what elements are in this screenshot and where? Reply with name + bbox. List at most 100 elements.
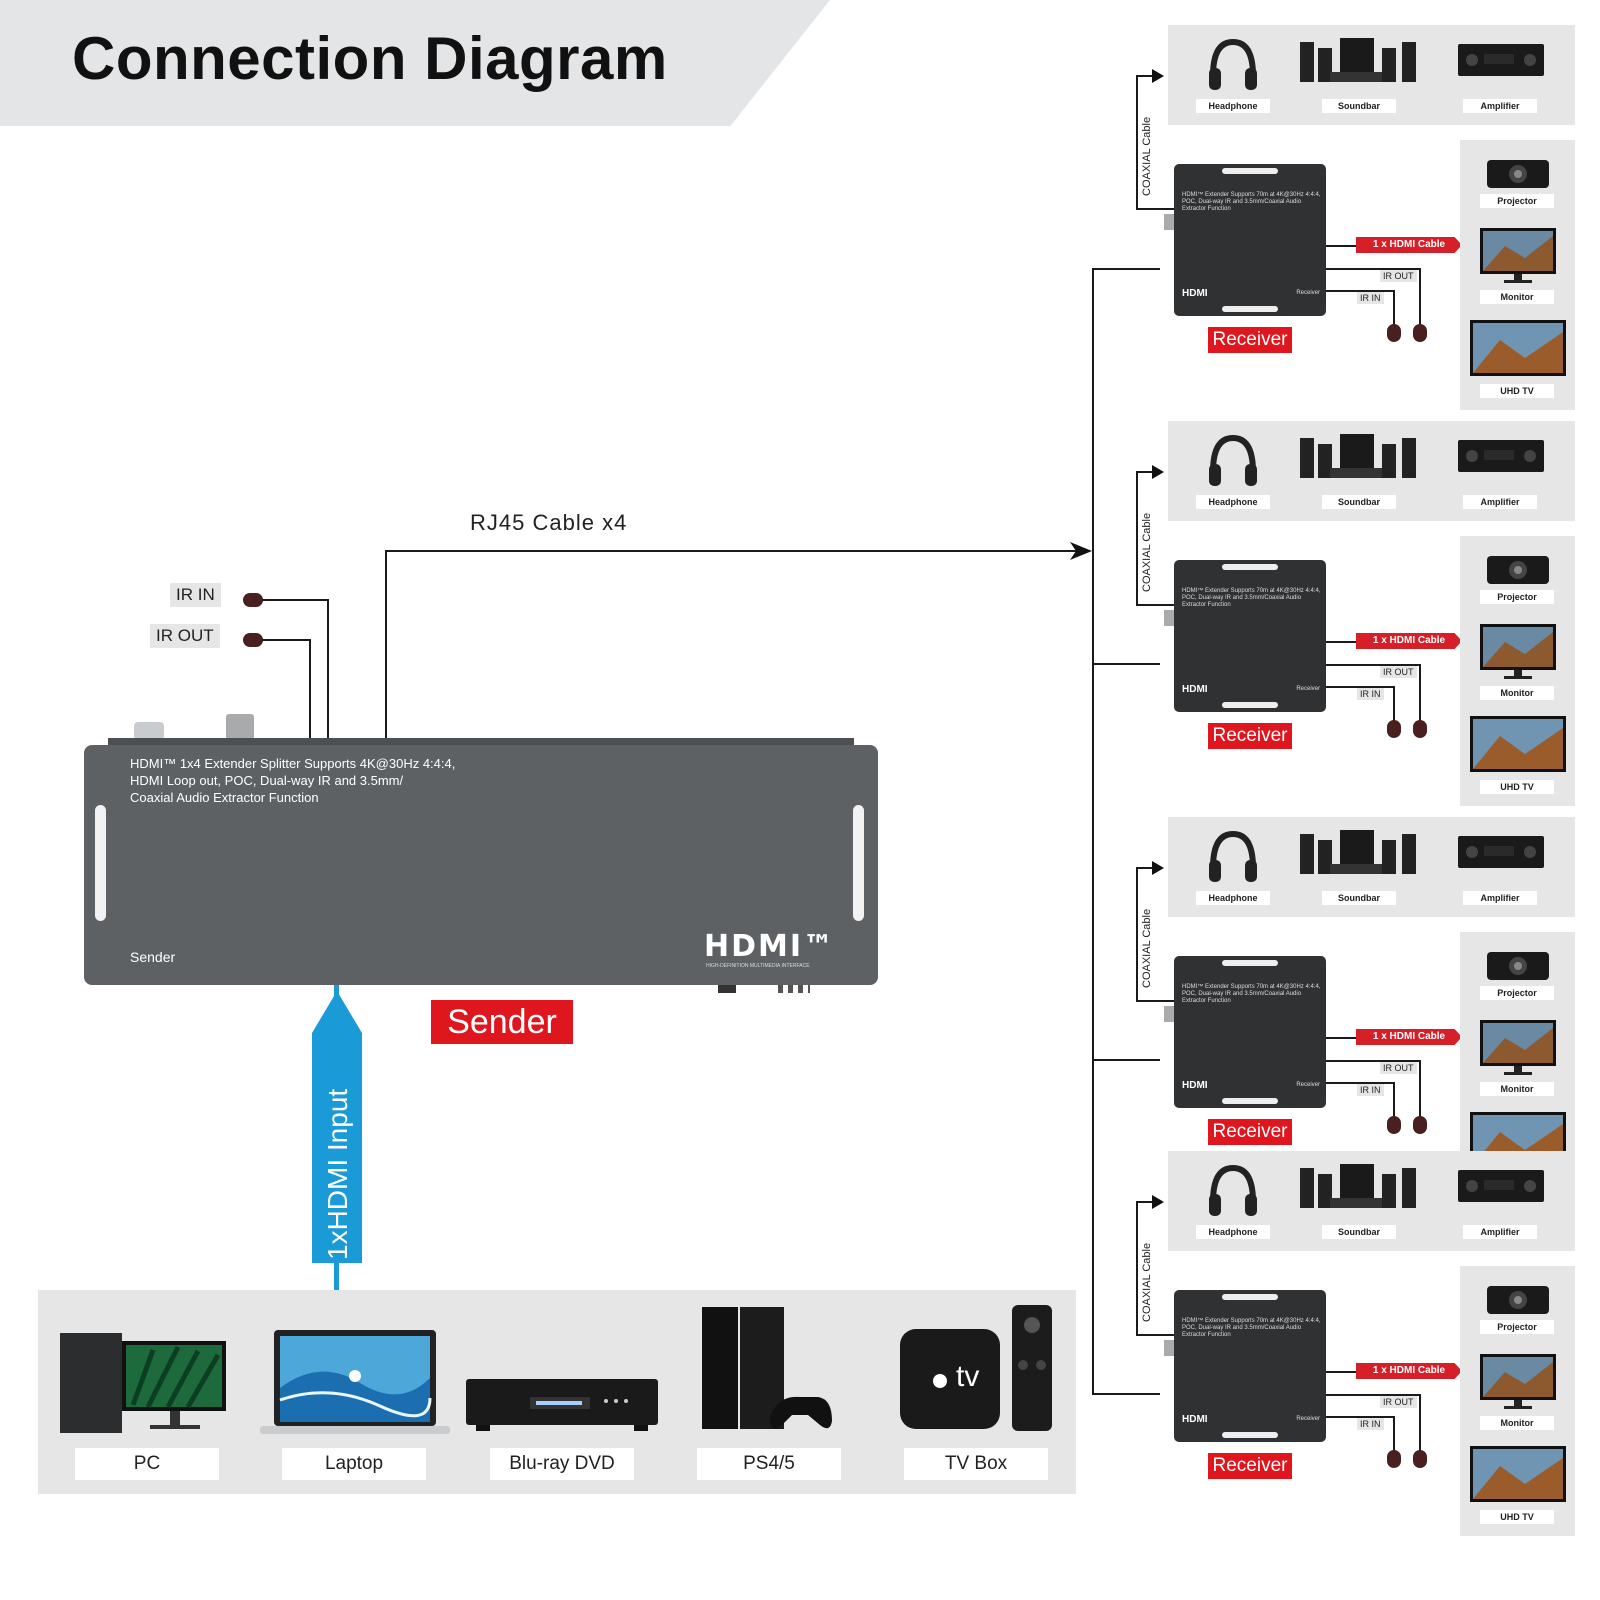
- amplifier-icon: [1458, 1170, 1544, 1202]
- rj45-label: RJ45 Cable x4: [470, 510, 628, 535]
- receiver-caption: Receiver: [1208, 1453, 1292, 1479]
- pc-icon: [60, 1333, 226, 1433]
- receiver-body-label: Receiver: [1296, 290, 1320, 296]
- audio-device-label: Headphone: [1196, 495, 1270, 509]
- receiver-body-label: Receiver: [1296, 686, 1320, 692]
- receiver-hdmi-logo: HDMI: [1182, 288, 1208, 299]
- receiver-device: HDMI™ Extender Supports 70m at 4K@30Hz 4…: [1174, 956, 1326, 1108]
- coax-cable: [1136, 867, 1160, 869]
- projector-icon: [1487, 160, 1549, 188]
- coaxial-port-icon: [226, 714, 254, 740]
- ir-out-cable: [1419, 664, 1421, 722]
- ir-out-label: IR OUT: [1380, 1396, 1417, 1408]
- receiver-caption: Receiver: [1208, 723, 1292, 749]
- ir-in-label: IR IN: [1357, 292, 1384, 304]
- receiver-trunk: [1092, 268, 1094, 1394]
- video-device-label: Monitor: [1480, 1082, 1554, 1096]
- video-device-label: Projector: [1480, 194, 1554, 208]
- bluray-icon: [466, 1379, 658, 1431]
- port-icon: [718, 985, 736, 993]
- receiver-device: HDMI™ Extender Supports 70m at 4K@30Hz 4…: [1174, 560, 1326, 712]
- ir-in-cable: [1393, 1082, 1395, 1118]
- ir-receiver-icon: [243, 593, 263, 607]
- headphone-icon: [1209, 1164, 1257, 1216]
- branch-1: [1092, 268, 1160, 270]
- sender-caption: Sender: [431, 1000, 573, 1044]
- video-device-label: Projector: [1480, 1320, 1554, 1334]
- ir-out-cable: [1419, 1394, 1421, 1452]
- coaxial-port-icon: [1164, 214, 1174, 230]
- mount-slot: [1222, 168, 1278, 174]
- uhd-tv-icon: [1470, 716, 1566, 772]
- source-label-bluray: Blu-ray DVD: [490, 1448, 634, 1480]
- receiver-body-label: Receiver: [1296, 1416, 1320, 1422]
- ir-blaster-icon: [1413, 1450, 1427, 1468]
- hdmi-input-cable: [312, 985, 362, 1290]
- mount-slot: [1222, 960, 1278, 966]
- projector-icon: [1487, 1286, 1549, 1314]
- ir-in-cable: [1326, 1416, 1394, 1418]
- hdmi-input-label: 1xHDMI Input: [322, 1088, 353, 1260]
- video-device-label: Monitor: [1480, 1416, 1554, 1430]
- monitor-icon: [1480, 1020, 1556, 1075]
- receiver-body-label: Receiver: [1296, 1082, 1320, 1088]
- ir-in-cable: [262, 599, 328, 601]
- ir-in-cable: [1326, 1082, 1394, 1084]
- ir-port-icon: [134, 722, 164, 740]
- hdmi-cable-label: 1 x HDMI Cable: [1356, 633, 1462, 649]
- receiver-device: HDMI™ Extender Supports 70m at 4K@30Hz 4…: [1174, 1290, 1326, 1442]
- ir-receiver-icon: [1387, 1450, 1401, 1468]
- receiver-caption: Receiver: [1208, 327, 1292, 353]
- rj45-horizontal: [385, 550, 1085, 552]
- ir-in-cable: [1326, 290, 1394, 292]
- amplifier-icon: [1458, 44, 1544, 76]
- ir-in-cable-v: [327, 599, 329, 739]
- sender-device: HDMI™ 1x4 Extender Splitter Supports 4K@…: [84, 745, 878, 985]
- mount-slot: [1222, 1432, 1278, 1438]
- ir-out-cable: [1326, 664, 1420, 666]
- source-label-ps4: PS4/5: [697, 1448, 841, 1480]
- ir-out-cable: [1326, 268, 1420, 270]
- video-device-label: UHD TV: [1480, 780, 1554, 794]
- sender-top-edge: [108, 738, 854, 748]
- arrow-head-icon: [1152, 69, 1164, 83]
- monitor-icon: [1480, 624, 1556, 679]
- ir-in-cable: [1393, 290, 1395, 326]
- tvbox-icon: [900, 1305, 1052, 1431]
- ir-in-label: IR IN: [1357, 1418, 1384, 1430]
- mount-slot: [95, 805, 106, 921]
- branch-4: [1092, 1393, 1160, 1395]
- video-device-label: Monitor: [1480, 290, 1554, 304]
- page-title: Connection Diagram: [72, 25, 668, 92]
- amplifier-icon: [1458, 836, 1544, 868]
- hdmi-cable-label: 1 x HDMI Cable: [1356, 1363, 1462, 1379]
- mount-slot: [853, 805, 864, 921]
- coax-cable: [1136, 75, 1138, 209]
- video-device-label: UHD TV: [1480, 384, 1554, 398]
- amplifier-icon: [1458, 440, 1544, 472]
- soundbar-icon: [1300, 434, 1416, 478]
- coax-cable: [1136, 1000, 1174, 1002]
- receiver-hdmi-logo: HDMI: [1182, 1414, 1208, 1425]
- arrow-head-icon: [1070, 542, 1092, 560]
- receiver-hdmi-logo: HDMI: [1182, 684, 1208, 695]
- ir-in-cable: [1393, 686, 1395, 722]
- arrow-head-icon: [1152, 1195, 1164, 1209]
- coax-cable: [1136, 1201, 1138, 1335]
- ir-blaster-icon: [1413, 1116, 1427, 1134]
- audio-device-label: Headphone: [1196, 891, 1270, 905]
- mount-slot: [1222, 306, 1278, 312]
- projector-icon: [1487, 556, 1549, 584]
- audio-device-label: Headphone: [1196, 99, 1270, 113]
- monitor-icon: [1480, 1354, 1556, 1409]
- coax-cable: [1136, 1334, 1174, 1336]
- rj45-vertical: [385, 550, 387, 740]
- hdmi-cable-line: [1326, 1371, 1356, 1373]
- sender-desc-2: HDMI Loop out, POC, Dual-way IR and 3.5m…: [130, 773, 404, 788]
- coax-cable-label: COAXIAL Cable: [1141, 908, 1153, 988]
- mount-slot: [1222, 564, 1278, 570]
- hdmi-logo: HDMI™: [704, 929, 836, 964]
- hdmi-cable-line: [1326, 641, 1356, 643]
- audio-device-label: Amplifier: [1463, 495, 1537, 509]
- receiver-desc: HDMI™ Extender Supports 70m at 4K@30Hz 4…: [1182, 1318, 1321, 1338]
